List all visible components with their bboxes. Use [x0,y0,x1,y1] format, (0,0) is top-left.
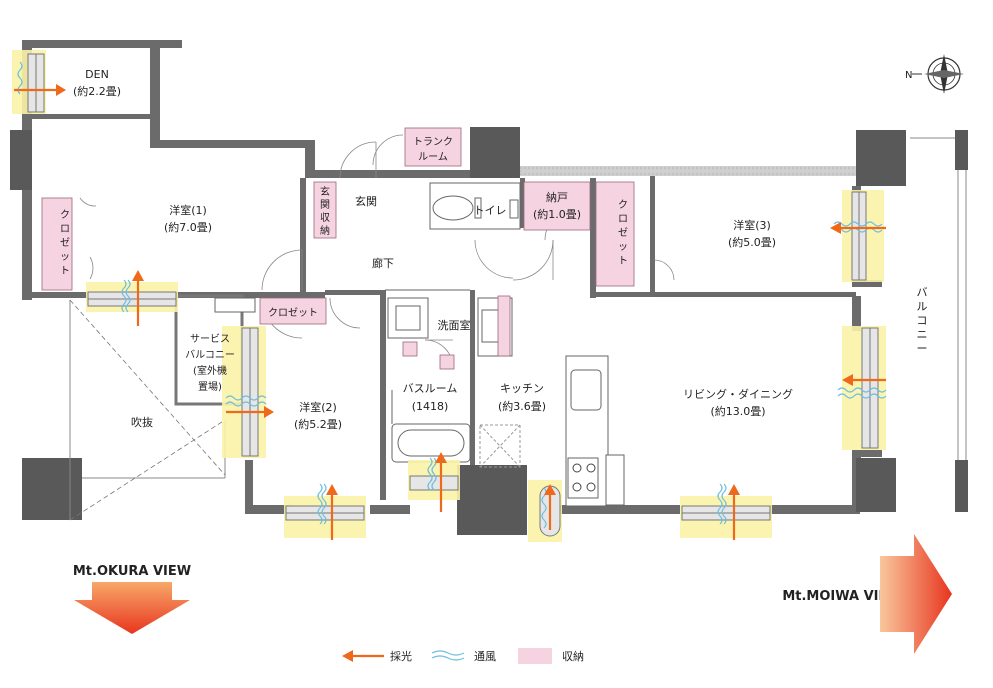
kitchen-size: (約3.6畳) [498,399,546,413]
den-size: (約2.2畳) [73,84,121,98]
closet-w3-c1: ク [618,199,628,211]
entrance-storage-c3: 収 [320,212,330,224]
kitchen-name: キッチン [500,382,544,395]
closet-w3-c3: ゼ [618,227,628,239]
legend-light-icon [342,650,353,662]
balcony-char-3: コ [917,314,928,327]
legend: 採光 通風 収納 [342,648,584,664]
room-labels: DEN (約2.2畳) 洋室(1) (約7.0畳) 洋室(2) (約5.2畳) … [73,68,928,431]
compass-north-label: N [905,70,912,81]
trunk-room-line2: ルーム [418,151,448,163]
trunk-room-line1: トランク [413,136,453,148]
entrance-storage-c2: 関 [320,199,330,211]
bath-name: バスルーム [403,382,458,395]
storeroom-name: 納戸 [546,191,568,204]
doors [79,134,675,369]
washroom-name: 洗面室 [438,318,471,332]
closet-w1-c2: ロ [60,224,70,235]
toilet-name: トイレ [474,204,507,217]
western2-size: (約5.2畳) [294,417,342,431]
storage-labels: トランク ルーム 玄 関 収 納 ク ロ ゼ ッ ト クロゼット ク ロ ゼ ッ… [60,136,628,319]
balcony-char-5: ー [917,342,928,355]
western1-name: 洋室(1) [169,203,207,217]
closet-w3-c5: ト [618,256,628,267]
den-name: DEN [85,68,109,81]
living-name: リビング・ダイニング [683,387,793,401]
void-name: 吹抜 [131,415,153,429]
trunk-room [404,127,462,167]
closet-western1 [41,197,73,291]
compass-icon [912,54,964,94]
service-balcony-line1: サービス [190,333,230,345]
void-outline [69,299,226,521]
western1-size: (約7.0畳) [164,220,212,234]
pillars [10,127,968,535]
view-right-arrow [880,534,952,654]
legend-storage-swatch [518,648,552,664]
view-left-arrow [74,582,190,634]
storage-areas [41,127,635,325]
legend-storage-label: 収納 [562,650,584,663]
legend-ventilation-label: 通風 [474,650,496,663]
ventilation-lines [17,61,887,529]
entrance-storage [313,181,337,239]
corridor-name: 廊下 [372,256,394,270]
balcony-char-4: ニ [917,328,928,341]
balcony-char-1: バ [917,286,928,299]
service-balcony-line2: バルコニー [185,349,235,361]
light-arrows [14,84,886,540]
view-right: Mt.MOIWA VIEW [782,534,952,654]
fixtures [214,182,625,507]
closet-w2-label: クロゼット [268,307,318,319]
balcony-outline [910,137,967,460]
storeroom-size: (約1.0畳) [533,207,581,221]
legend-ventilation-icon [431,650,465,656]
legend-light-label: 採光 [390,649,412,663]
closet-w3-c4: ッ [618,242,628,253]
balcony-rail-top [519,166,861,176]
entrance-name: 玄関 [355,194,377,208]
closet-western2 [259,297,327,325]
closet-w1-c4: ッ [60,252,70,263]
bath-size: (1418) [412,400,449,413]
storeroom [523,181,591,231]
sliding-rails [385,289,852,297]
living-size: (約13.0畳) [710,404,765,418]
windows [27,53,879,537]
view-left-label: Mt.OKURA VIEW [73,564,191,579]
closet-western3 [595,181,635,287]
balcony-char-2: ル [917,300,928,313]
western3-size: (約5.0畳) [728,235,776,249]
closet-w3-c2: ロ [618,214,628,225]
view-left: Mt.OKURA VIEW [73,564,191,634]
closet-w1-c1: ク [60,209,70,221]
view-right-label: Mt.MOIWA VIEW [782,589,901,604]
closet-w1-c3: ゼ [60,237,70,249]
service-balcony-line3: (室外機 [193,364,227,377]
western2-name: 洋室(2) [299,400,337,414]
entrance-storage-c4: 納 [320,224,330,237]
western3-name: 洋室(3) [733,218,771,232]
entrance-storage-c1: 玄 [320,185,330,198]
closet-w1-c5: ト [60,266,70,277]
service-balcony-line4: 置場) [198,380,222,393]
